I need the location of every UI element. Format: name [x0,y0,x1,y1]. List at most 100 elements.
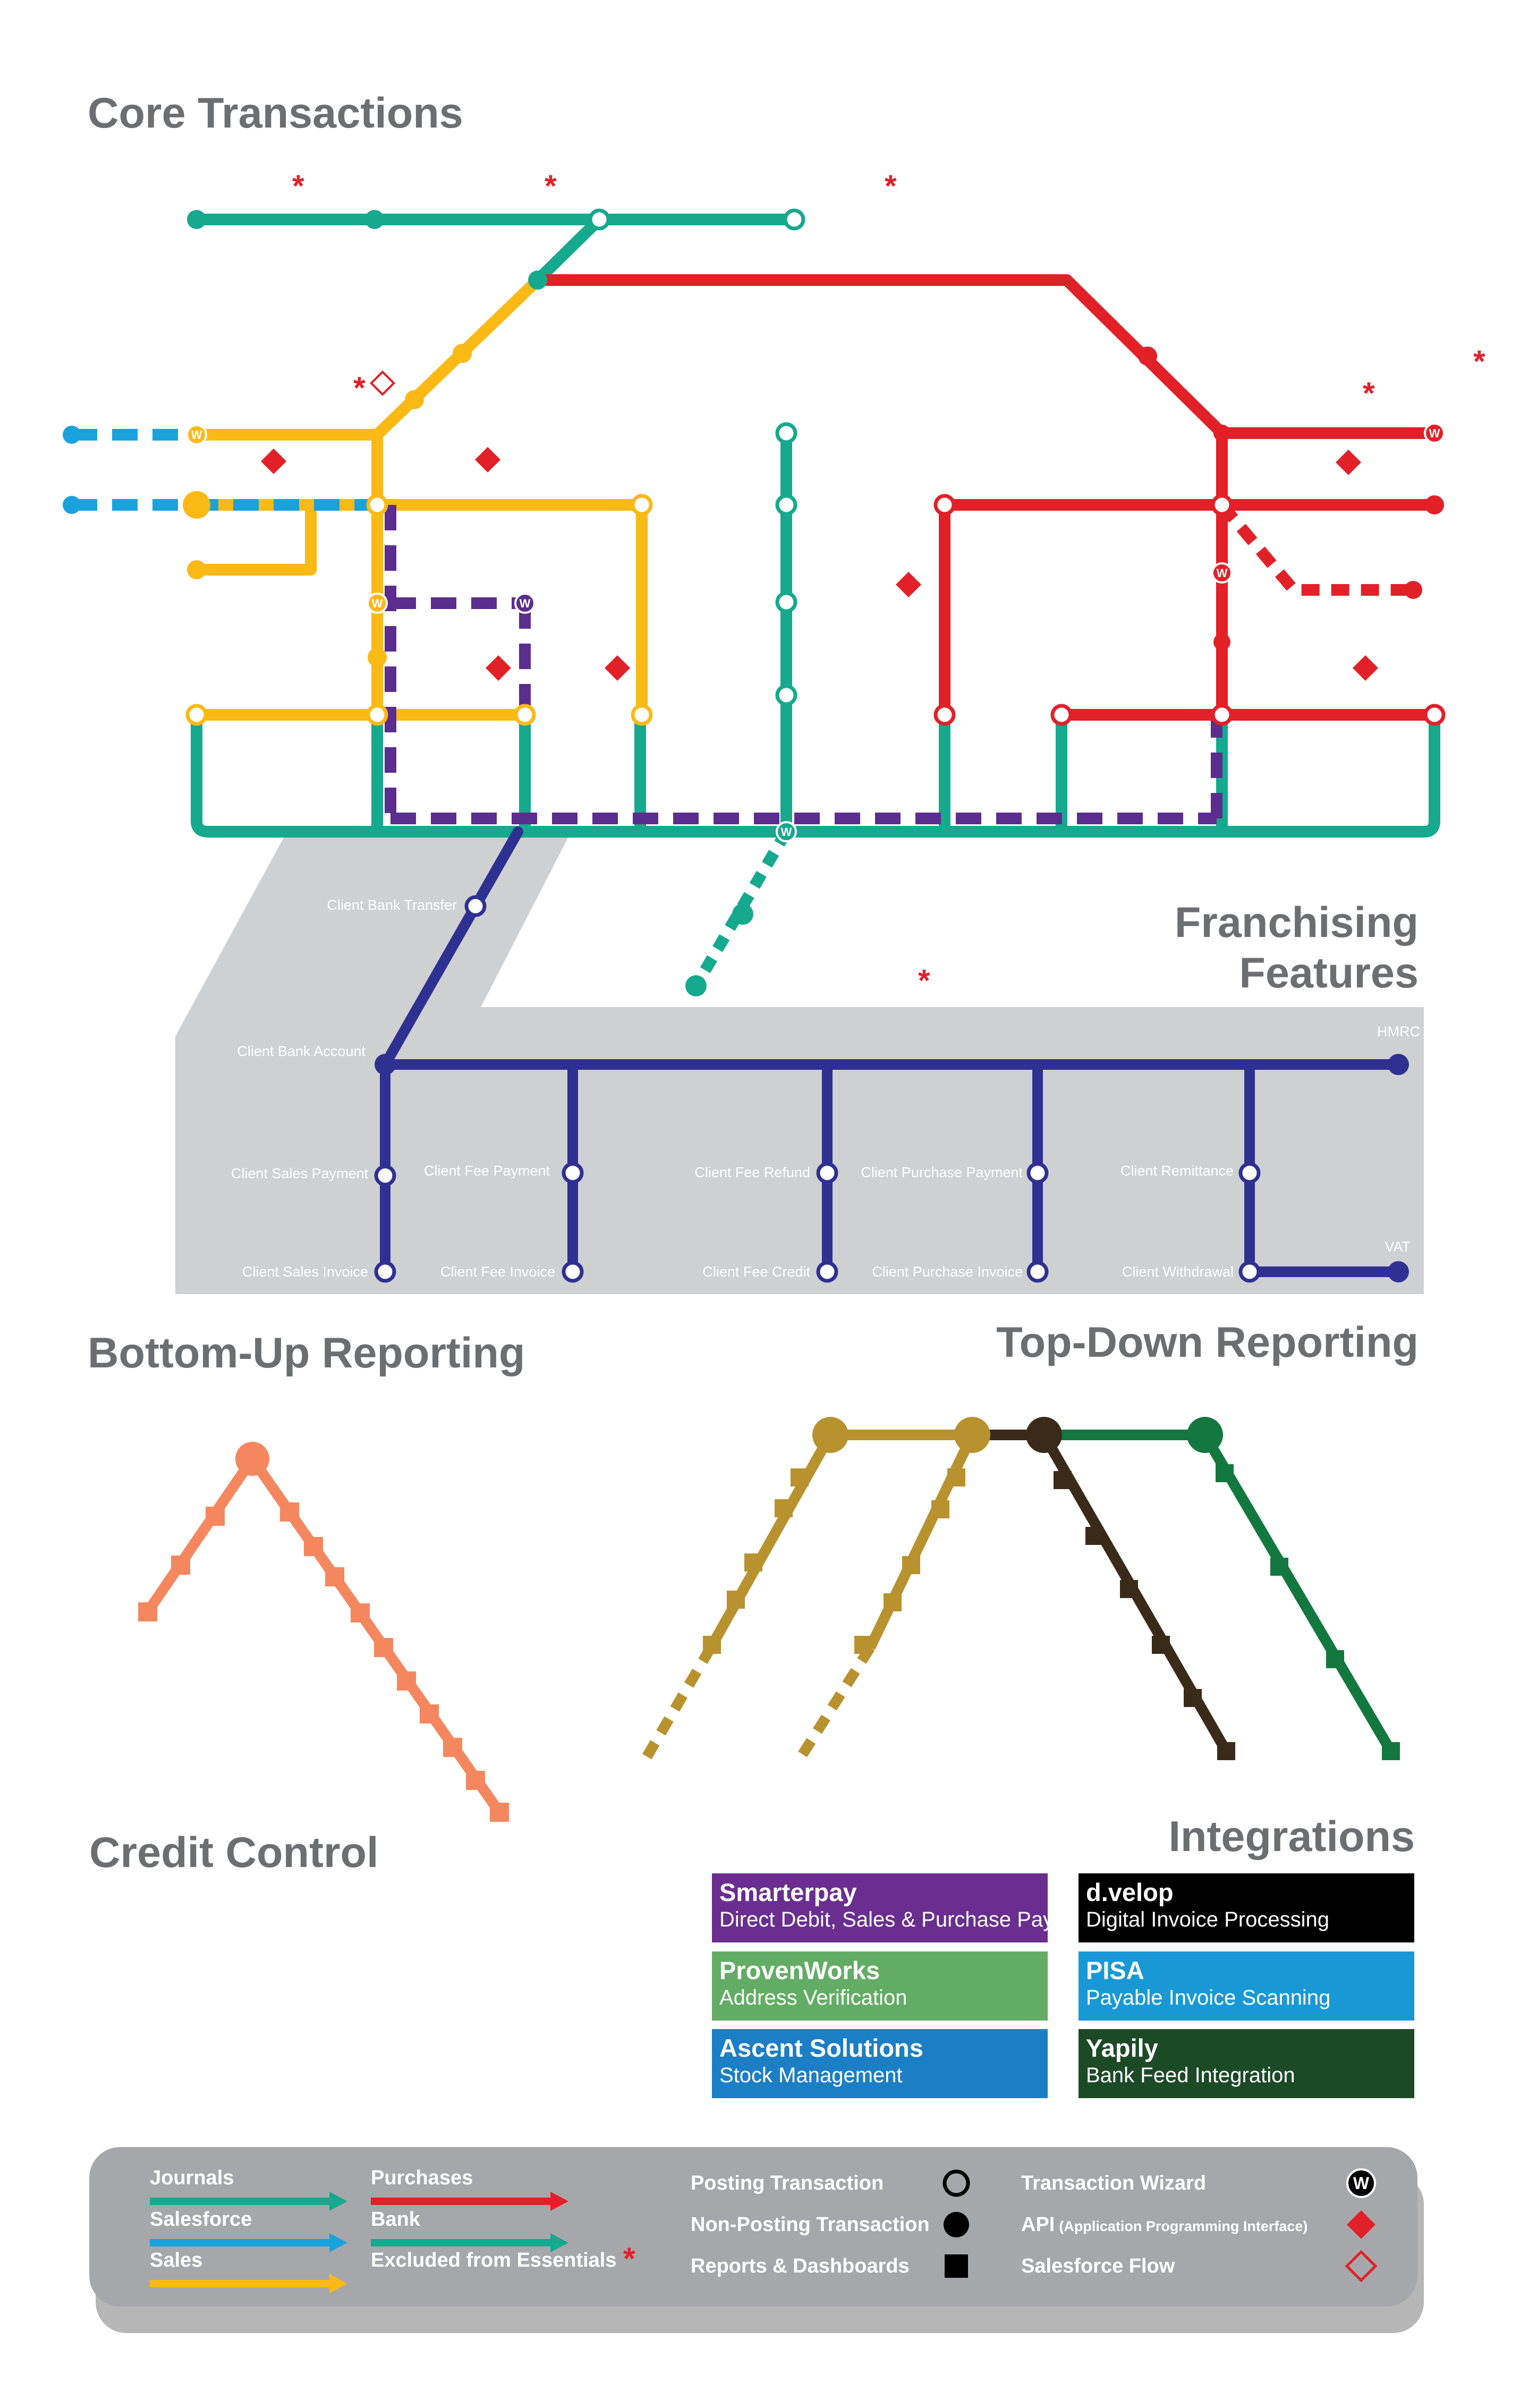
top-down-reporting-lines [641,1417,1400,1762]
salesforce-flow-icon [1345,2250,1378,2283]
non-posting-station [1425,495,1444,514]
heading-bottom-up-reporting: Bottom-Up Reporting [88,1329,525,1377]
posting-station [933,704,956,726]
transaction-wizard-station [186,424,207,445]
salesforce-line [72,429,377,511]
api-diamond-icon [1335,449,1362,476]
report-stop [1326,1650,1344,1668]
report-stop [304,1537,323,1556]
report-stop [138,1602,157,1621]
excluded-star: * [292,169,304,204]
api-diamond-icon [260,448,287,475]
report-stop [931,1500,949,1518]
integration-title: PISA [1086,1956,1144,1984]
integration-title: Yapily [1086,2034,1158,2062]
journals-line [191,214,800,286]
legend: JournalsSalesforceSalesPurchasesBankExcl… [89,2147,1424,2333]
heading-core-transactions: Core Transactions [88,89,463,137]
api-diamond-icon [1352,655,1379,681]
report-stop [1120,1580,1138,1598]
report-stop [206,1507,225,1526]
legend-line-label: Salesforce [150,2208,252,2230]
posting-station [562,1261,584,1283]
purchases-dotted-branch [1217,501,1413,596]
report-stop [791,1468,809,1486]
posting-station [775,591,797,613]
transaction-wizard-station [1211,562,1233,584]
legend-panel [89,2147,1417,2306]
posting-station [1423,704,1446,726]
non-posting-station [1388,1054,1409,1075]
report-stop [466,1771,485,1790]
salesforce-flow-icon [369,370,396,396]
legend-line-label: Bank [371,2208,421,2230]
report-stop [1184,1689,1202,1707]
non-posting-station [365,210,384,229]
report-stop [1382,1742,1400,1760]
non-posting-station [375,1054,396,1075]
bank-dotted-extension [685,829,792,996]
posting-station [374,1261,396,1283]
report-stop [727,1591,745,1609]
integration-box-bg [712,1873,1048,1942]
posting-station [1050,704,1073,726]
station-label-client-sales-payment: Client Sales Payment [231,1165,369,1181]
report-stop [397,1671,416,1691]
posting-station [374,1164,396,1187]
report-hub [812,1417,848,1453]
report-hub [954,1417,990,1453]
report-stop [703,1636,721,1654]
integration-box-bg [712,2029,1048,2098]
excluded-star: * [885,169,897,204]
legend-symbol-label: Reports & Dashboards [691,2255,910,2277]
salesforce-terminus [63,426,81,444]
non-posting-station [453,344,472,363]
posting-station [631,494,653,516]
posting-station [816,1261,838,1283]
report-stop [854,1636,872,1654]
non-posting-station [187,560,206,579]
report-stop [1216,1464,1234,1482]
integration-title: d.velop [1086,1878,1174,1906]
station-label-client-bank-transfer: Client Bank Transfer [327,897,457,913]
integration-box-bg [712,1951,1048,2021]
wizard-glyph: W [372,597,383,610]
report-stop [884,1593,902,1611]
station-label-client-fee-credit: Client Fee Credit [702,1264,810,1280]
integration-subtitle: Address Verification [719,1986,907,2009]
franchise-stations [374,895,1409,1283]
report-stop [280,1502,299,1522]
api-diamond-icon [485,655,512,681]
posting-station [562,1162,584,1184]
integration-box-bg [1079,1873,1414,1942]
arrow-icon [329,2192,347,2211]
wizard-glyph: W [191,428,202,442]
integration-title: Smarterpay [719,1878,857,1906]
report-stop [1270,1558,1288,1576]
arrow-icon [550,2233,568,2252]
posting-station [464,895,487,917]
purchases-line [532,274,1440,721]
station-label-client-purchase-invoice: Client Purchase Invoice [872,1264,1023,1280]
report-stop [947,1468,965,1486]
posting-station [775,422,797,444]
excluded-star: * [353,371,366,405]
posting-station [1211,494,1233,516]
report-stop [374,1638,393,1657]
arrow-icon [329,2274,347,2293]
integration-subtitle: Bank Feed Integration [1086,2064,1295,2087]
legend-symbol-label: Posting Transaction [691,2172,884,2194]
non-posting-station [528,271,547,290]
legend-symbol-label: Salesforce Flow [1021,2255,1175,2277]
hollow-circle-icon [942,2169,970,2197]
legend-line-label: Sales [150,2249,202,2271]
non-posting-station [187,210,206,229]
posting-station [933,494,956,516]
report-stop [1217,1742,1235,1760]
sales-line [191,274,648,721]
posting-station [366,704,388,726]
posting-station [1238,1162,1261,1184]
non-posting-station [1138,347,1157,366]
transaction-wizard-station [776,821,797,842]
